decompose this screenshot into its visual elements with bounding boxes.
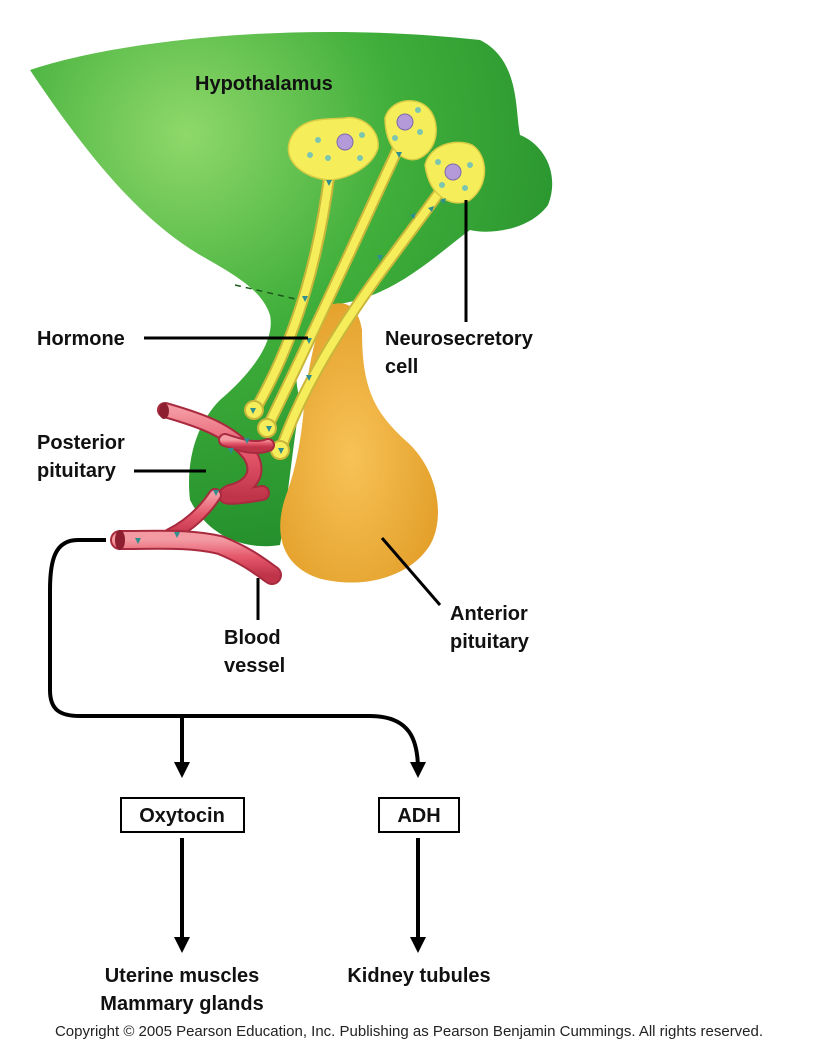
neurosecretory-cell-bodies: [287, 99, 486, 204]
copyright-notice: Copyright © 2005 Pearson Education, Inc.…: [55, 1023, 763, 1040]
hormone-label: Hormone: [37, 328, 125, 350]
oxytocin-target-line1: Uterine muscles: [105, 965, 260, 987]
adh-box: [378, 797, 460, 833]
secretory-granules: [307, 107, 473, 191]
oxytocin-label: Oxytocin: [139, 805, 225, 827]
hypothalamus-boundary-line: [234, 284, 301, 301]
nucleus-icon: [444, 163, 462, 181]
blood-vessel-label-line2: vessel: [224, 655, 285, 677]
hormone-flow-arrows: [48, 538, 426, 953]
neurosecretory-label-line1: Neurosecretory: [385, 328, 534, 350]
posterior-pituitary-label-line2: pituitary: [37, 460, 117, 482]
anterior-pituitary-label-line2: pituitary: [450, 631, 530, 653]
oxytocin-box: [120, 797, 245, 833]
anterior-pituitary-label-line1: Anterior: [450, 603, 528, 625]
hypothalamus-label: Hypothalamus: [195, 73, 333, 95]
leader-lines: [134, 200, 468, 620]
nucleus-icon: [336, 133, 354, 151]
blood-vessel-label-line1: Blood: [224, 627, 281, 649]
hypothalamus-shape: [30, 31, 553, 547]
nucleus-icon: [396, 113, 414, 131]
vessel-opening: [115, 530, 125, 550]
hormone-markers: [135, 152, 446, 544]
posterior-pituitary-label-line1: Posterior: [37, 432, 125, 454]
adh-label: ADH: [397, 805, 440, 827]
adh-target-label: Kidney tubules: [347, 965, 490, 987]
neurosecretory-label-line2: cell: [385, 356, 418, 378]
neurosecretory-axons: [252, 134, 454, 452]
oxytocin-target-line2: Mammary glands: [100, 993, 263, 1015]
vessel-opening: [159, 403, 169, 419]
